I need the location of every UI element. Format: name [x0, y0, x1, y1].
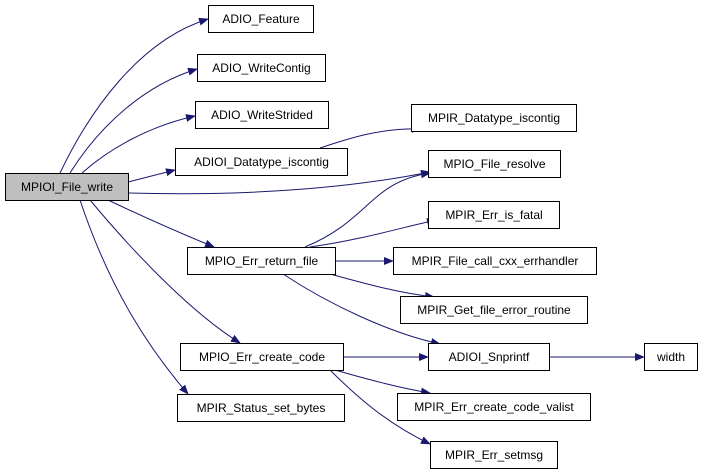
node-box [208, 5, 314, 33]
node-label: width [656, 350, 685, 364]
edge-mpio_err_return_file-to-mpir_err_is_fatal [309, 218, 437, 248]
node-label: MPIO_File_resolve [443, 157, 545, 171]
edge-mpio_err_return_file-to-adioi_snprintf [282, 273, 441, 346]
node-label: MPIR_File_call_cxx_errhandler [412, 254, 579, 268]
edge-mpio_err_create_code-to-mpir_err_create_code_valist [334, 369, 431, 396]
node-box [195, 101, 329, 129]
edge-mpio_err_return_file-to-mpir_get_file_error_routine [329, 273, 435, 300]
node-box [197, 54, 326, 82]
node-box [428, 150, 561, 178]
node-box [5, 173, 129, 201]
node-label: MPIR_Datatype_iscontig [428, 111, 560, 125]
node-mpir-err-setmsg[interactable]: MPIR_Err_setmsg [430, 441, 558, 469]
node-box [644, 343, 698, 371]
node-adio-writestrided[interactable]: ADIO_WriteStrided [195, 101, 329, 129]
edge-root-to-adio_writestrided [81, 114, 196, 174]
node-label: MPIR_Err_create_code_valist [414, 400, 574, 414]
node-mpir-get-file-error-routine[interactable]: MPIR_Get_file_error_routine [400, 296, 588, 324]
node-mpir-err-create-code-valist[interactable]: MPIR_Err_create_code_valist [397, 393, 591, 421]
node-label: MPIO_Err_create_code [199, 350, 325, 364]
edge-root-to-mpio_err_create_code [89, 199, 241, 344]
node-box [411, 104, 577, 132]
node-box [428, 201, 560, 229]
edges-layer [59, 17, 645, 445]
node-adioi-snprintf[interactable]: ADIOI_Snprintf [428, 343, 550, 371]
edge-root-to-mpir_status_set_bytes [79, 199, 189, 395]
node-label: ADIO_WriteContig [212, 61, 310, 75]
node-label: ADIOI_Snprintf [449, 350, 530, 364]
node-label: MPIR_Err_is_fatal [445, 208, 542, 222]
nodes-layer: MPIOI_File_write ADIO_FeatureADIO_WriteCo… [5, 5, 698, 469]
node-adio-writecontig[interactable]: ADIO_WriteContig [197, 54, 326, 82]
node-label: MPIOI_File_write [21, 180, 113, 194]
node-box [428, 343, 550, 371]
node-label: MPIR_Get_file_error_routine [417, 303, 571, 317]
node-box [177, 394, 345, 422]
edge-mpio_err_return_file-to-mpio_file_resolve [304, 170, 431, 248]
node-box [393, 247, 597, 275]
node-box [180, 343, 344, 371]
node-label: MPIR_Status_set_bytes [197, 401, 326, 415]
node-label: ADIO_Feature [222, 12, 300, 26]
node-mpio-err-create-code[interactable]: MPIO_Err_create_code [180, 343, 344, 371]
node-box [397, 393, 591, 421]
edge-root-to-adio_writecontig [69, 67, 198, 174]
node-adioi-datatype-iscontig[interactable]: ADIOI_Datatype_iscontig [175, 148, 348, 176]
node-mpio-err-return-file[interactable]: MPIO_Err_return_file [187, 247, 336, 275]
node-box [175, 148, 348, 176]
node-mpir-status-set-bytes[interactable]: MPIR_Status_set_bytes [177, 394, 345, 422]
edge-root-to-mpio_file_resolve [127, 169, 431, 195]
edge-root-to-adio_feature [59, 17, 209, 174]
node-label: MPIR_Err_setmsg [445, 448, 543, 462]
node-label: ADIOI_Datatype_iscontig [194, 155, 329, 169]
node-box [400, 296, 588, 324]
node-label: ADIO_WriteStrided [211, 108, 313, 122]
node-mpir-datatype-iscontig[interactable]: MPIR_Datatype_iscontig [411, 104, 577, 132]
edge-adioi_datatype_iscontig-to-mpir_datatype_iscontig [319, 124, 422, 149]
node-box [187, 247, 336, 275]
edge-mpio_err_create_code-to-mpir_err_setmsg [329, 369, 431, 445]
node-mpio-file-resolve[interactable]: MPIO_File_resolve [428, 150, 561, 178]
node-mpir-file-call-cxx-errhandler[interactable]: MPIR_File_call_cxx_errhandler [393, 247, 597, 275]
edge-root-to-adioi_datatype_iscontig [127, 168, 176, 183]
node-adio-feature[interactable]: ADIO_Feature [208, 5, 314, 33]
node-label: MPIO_Err_return_file [205, 254, 319, 268]
edge-root-to-mpio_err_return_file [107, 199, 215, 248]
node-mpir-err-is-fatal[interactable]: MPIR_Err_is_fatal [428, 201, 560, 229]
node-width[interactable]: width [644, 343, 698, 371]
node-box [430, 441, 558, 469]
node-root: MPIOI_File_write [5, 173, 129, 201]
